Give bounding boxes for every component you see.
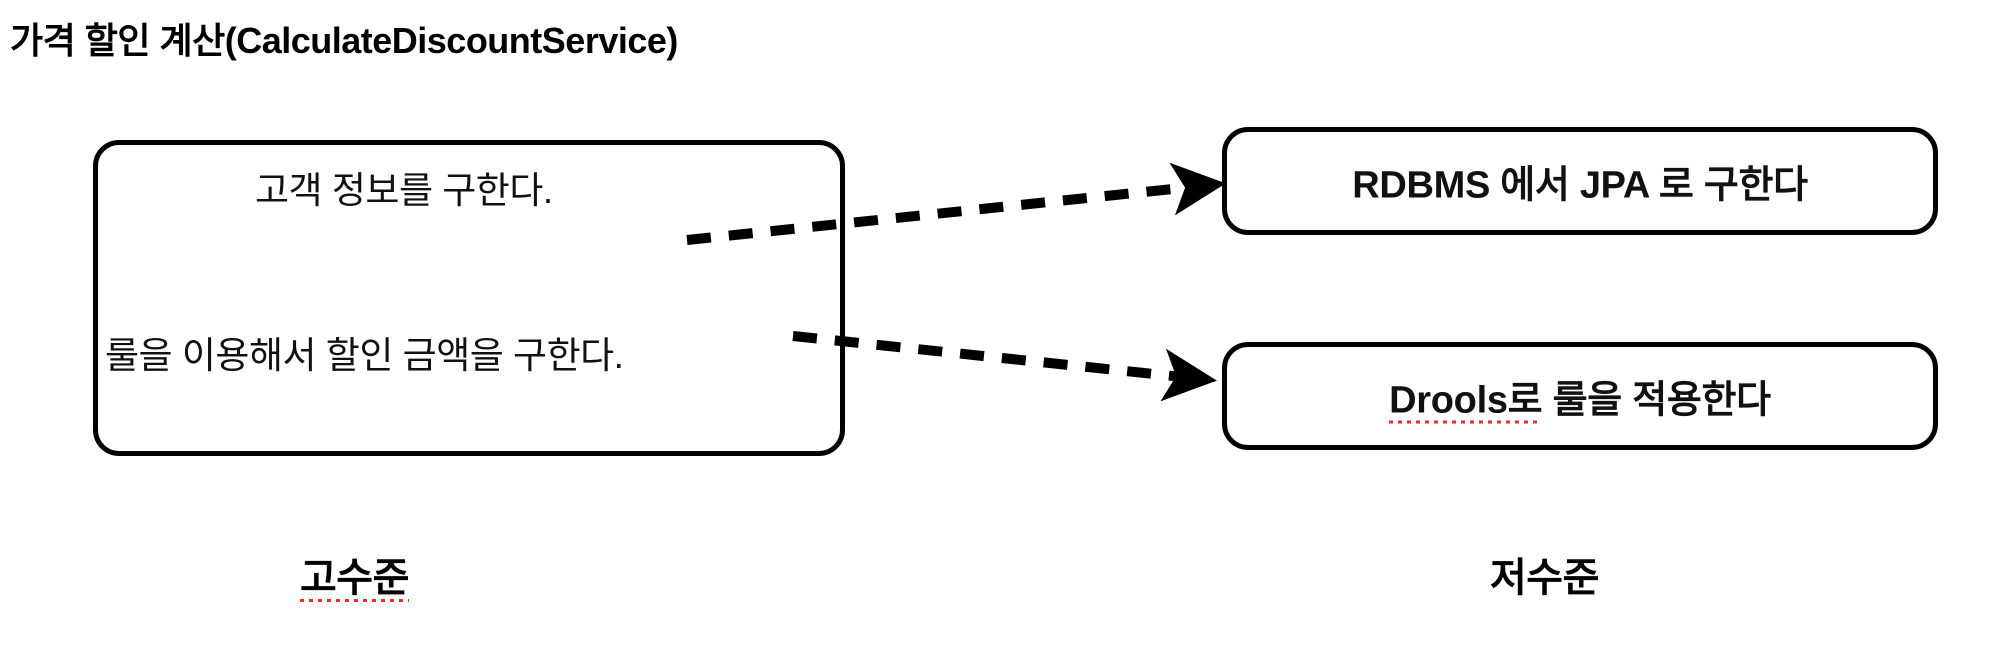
low-level-box-rdbms-jpa[interactable]: RDBMS 에서 JPA 로 구한다: [1222, 127, 1938, 235]
drools-label-rest: 룰을 적용한다: [1542, 379, 1772, 422]
caption-low-level: 저수준: [1490, 556, 1599, 600]
low-level-box-drools-label: Drools로 룰을 적용한다: [1227, 369, 1933, 425]
low-level-box-rdbms-jpa-label: RDBMS 에서 JPA 로 구한다: [1352, 164, 1808, 207]
high-level-step-1-label: 고객 정보를 구한다.: [255, 170, 553, 211]
connector-rule-discount-to-drools: [792, 331, 1217, 402]
page-title: 가격 할인 계산(CalculateDiscountService): [10, 20, 678, 61]
caption-high-level-text: 고수준: [300, 556, 409, 603]
low-level-box-drools[interactable]: Drools로 룰을 적용한다: [1222, 342, 1938, 450]
caption-high-level: 고수준: [300, 545, 409, 603]
high-level-step-2-label: 룰을 이용해서 할인 금액을 구한다.: [105, 335, 624, 376]
drools-spellcheck-word: Drools로: [1389, 379, 1543, 425]
